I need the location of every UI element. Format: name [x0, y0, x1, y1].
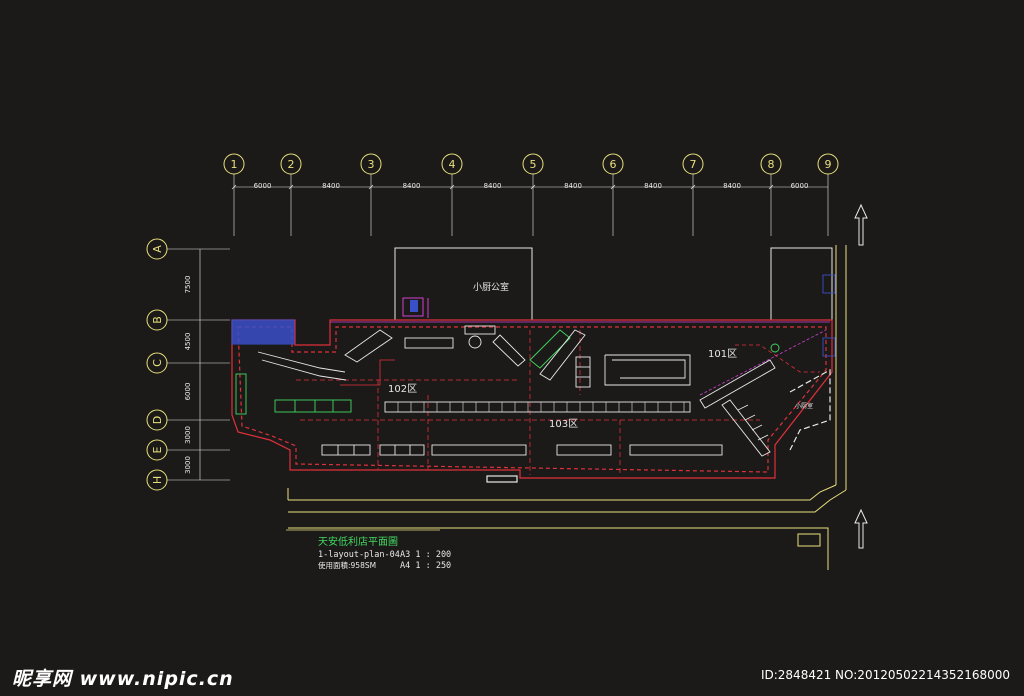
- column-spacing-label: 8400: [644, 182, 662, 190]
- scale-a3: A3 1 : 200: [400, 550, 451, 560]
- column-spacing-label: 8400: [723, 182, 741, 190]
- dimension-tick: [768, 184, 774, 190]
- column-spacing-label: 6000: [791, 182, 809, 190]
- scale-a4: A4 1 : 250: [400, 561, 451, 571]
- row-axis-label: D: [151, 416, 164, 424]
- store-outline: [231, 319, 833, 483]
- row-spacing-label: 3000: [184, 426, 192, 444]
- column-spacing-label: 8400: [484, 182, 502, 190]
- row-axis-label: B: [151, 316, 164, 324]
- road-lines: [287, 245, 847, 570]
- drawing-title: 天安低利店平面圖: [318, 535, 398, 548]
- row-axes: A B C D E H 7500 4500 6000 3000 3000: [146, 238, 230, 491]
- dimension-tick: [449, 184, 455, 190]
- column-spacing-label: 8400: [564, 182, 582, 190]
- row-spacing-label: 3000: [184, 456, 192, 474]
- column-axis-label: 7: [690, 158, 697, 171]
- column-axis-label: 9: [825, 158, 832, 171]
- column-axis-label: 3: [368, 158, 375, 171]
- row-axis-label: H: [151, 476, 164, 484]
- column-axis-label: 1: [231, 158, 238, 171]
- column-axis-label: 6: [610, 158, 617, 171]
- column-spacing-label: 8400: [322, 182, 340, 190]
- column-axes: 1 2 3 4 5 6 7 8 9 6000 8400 8400 8400 8400 8400 8400 600…: [223, 153, 839, 236]
- zone-103-label: 103区: [549, 418, 578, 430]
- area-label: 使用面積:958SM: [318, 560, 376, 570]
- partition-lines: [330, 321, 830, 396]
- zone-101-label: 101区: [708, 348, 737, 360]
- row-spacing-label: 4500: [184, 333, 192, 351]
- office-block: [394, 247, 833, 320]
- row-spacing-label: 7500: [184, 276, 192, 294]
- row-spacing-label: 6000: [184, 383, 192, 401]
- dimension-tick: [530, 184, 536, 190]
- column-axis-label: 2: [288, 158, 295, 171]
- north-arrow-icon: [854, 203, 868, 549]
- small-room-label: 小厨室: [795, 402, 813, 410]
- dimension-tick: [231, 184, 237, 190]
- column-axis-label: 8: [768, 158, 775, 171]
- image-id-text: ID:2848421 NO:20120502214352168000: [760, 668, 1010, 682]
- column-spacing-label: 8400: [403, 182, 421, 190]
- column-spacing-label: 6000: [254, 182, 272, 190]
- row-axis-label: E: [151, 446, 164, 453]
- center-shelf-row: [384, 401, 691, 413]
- office-label: 小厨公室: [473, 281, 509, 293]
- zone-102-label: 102区: [388, 383, 417, 395]
- row-axis-label: A: [151, 245, 164, 253]
- dimension-tick: [368, 184, 374, 190]
- row-axis-label: C: [151, 359, 164, 367]
- column-axis-label: 5: [530, 158, 537, 171]
- internal-walls: [296, 330, 820, 475]
- watermark-text: 昵享网 www.nipic.cn: [12, 668, 234, 690]
- room-labels: 小厨公室 101区 102区 103区 小厨室: [388, 281, 813, 430]
- title-block: 天安低利店平面圖 1-layout-plan-04 A3 1 : 200 A4 …: [286, 529, 451, 571]
- plan-code: 1-layout-plan-04: [318, 550, 400, 560]
- shelving-fixtures: [235, 274, 836, 457]
- dimension-tick: [690, 184, 696, 190]
- dimension-tick: [610, 184, 616, 190]
- dimension-tick: [288, 184, 294, 190]
- column-axis-label: 4: [449, 158, 456, 171]
